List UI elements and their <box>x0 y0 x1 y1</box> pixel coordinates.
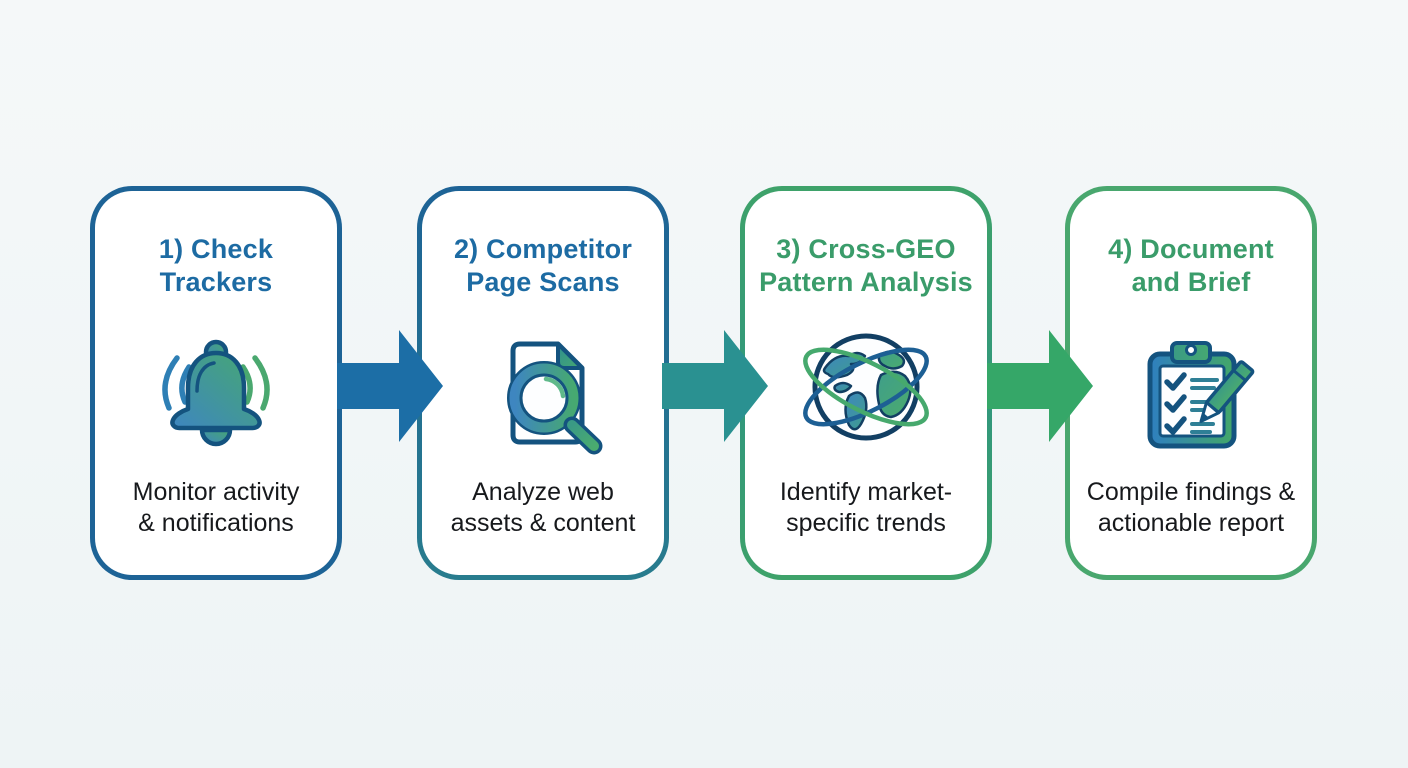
step-4-description: Compile findings & actionable report <box>1086 478 1296 537</box>
globe-icon <box>791 312 941 462</box>
bell-icon <box>141 312 291 462</box>
step-card-3: 3) Cross-GEO Pattern Analysis <box>740 186 992 580</box>
arrow-step2-to-step3-icon <box>662 330 768 442</box>
step-3-description: Identify market- specific trends <box>779 478 953 537</box>
step-1-description: Monitor activity & notifications <box>132 478 300 537</box>
step-1-title: 1) Check Trackers <box>158 234 274 297</box>
arrow-step3-to-step4-icon <box>987 330 1093 442</box>
step-2-description: Analyze web assets & content <box>450 478 636 537</box>
arrow-step1-to-step2-icon <box>337 330 443 442</box>
document-magnifier-icon <box>468 312 618 462</box>
step-card-2: 2) Competitor Page Scans <box>417 186 669 580</box>
step-2-title: 2) Competitor Page Scans <box>453 234 633 297</box>
step-3-title: 3) Cross-GEO Pattern Analysis <box>759 234 973 297</box>
step-4-title: 4) Document and Brief <box>1108 234 1274 297</box>
step-card-4: 4) Document and Brief <box>1065 186 1317 580</box>
clipboard-pencil-icon <box>1116 312 1266 462</box>
step-card-1: 1) Check Trackers <box>90 186 342 580</box>
